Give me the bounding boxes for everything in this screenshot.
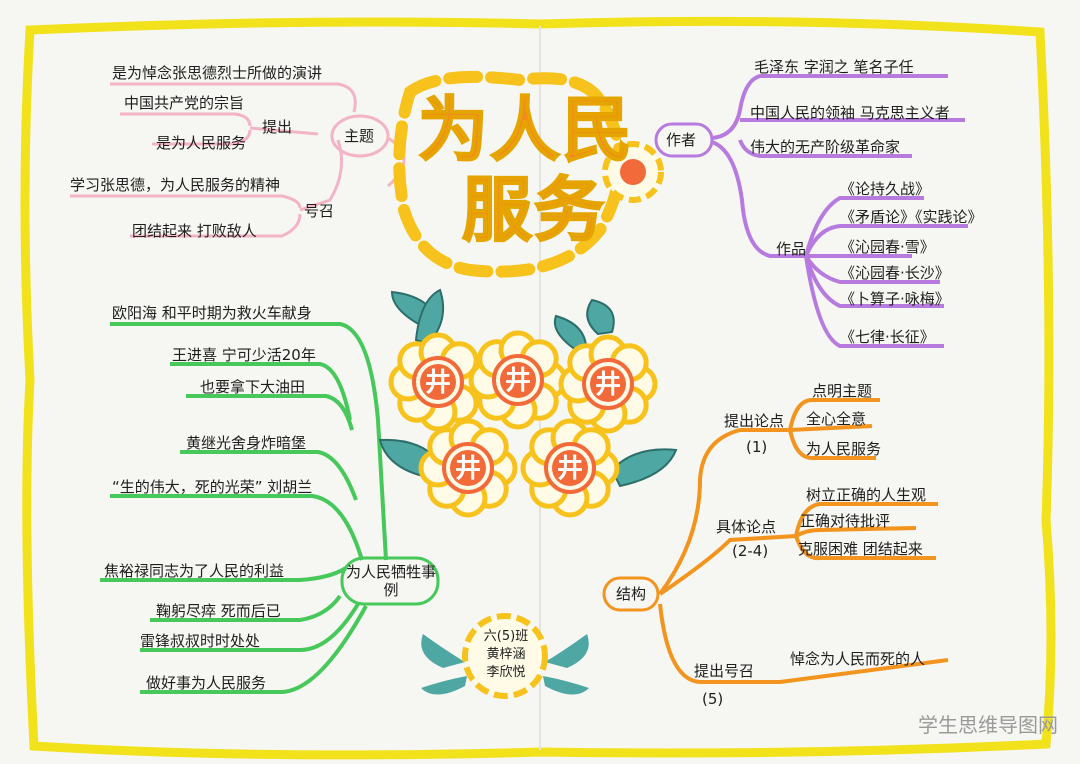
structure-group-3-item-1: 悼念为人民而死的人	[790, 650, 926, 668]
theme-node-bubble	[330, 114, 390, 158]
theme-branch-lines	[70, 82, 406, 238]
examples-node-bubble	[340, 556, 440, 606]
structure-group-2-label: 具体论点	[716, 518, 777, 536]
signature-flower	[421, 613, 589, 699]
examples-center-text: 为人民牺牲事例	[346, 563, 437, 599]
yellow-frame	[20, 16, 1056, 760]
signature-line-2: 黄梓涵	[486, 647, 526, 662]
author-node-bubble	[654, 122, 714, 158]
bouquet-flower: 井	[520, 418, 620, 518]
author-item-1: 毛泽东 字润之 笔名子任	[754, 58, 914, 76]
author-branch-lines	[711, 74, 968, 348]
bouquet-flower: 井	[558, 334, 658, 434]
author-item-2: 中国人民的领袖 马克思主义者	[750, 104, 950, 122]
theme-call-item-2: 团结起来 打败敌人	[132, 222, 257, 240]
author-work-1: 《论持久战》	[840, 180, 931, 198]
author-item-3: 伟大的无产阶级革命家	[750, 138, 901, 156]
theme-center-label: 主题	[344, 127, 375, 145]
flower-bouquet: 井井井井井	[378, 288, 678, 518]
example-item-3: 也要拿下大油田	[200, 378, 306, 396]
structure-node-bubble	[602, 576, 660, 612]
examples-center-label: 为人民牺牲事例	[346, 563, 436, 599]
structure-group-1-item-1: 点明主题	[812, 382, 873, 400]
example-item-5: “生的伟大，死的光荣” 刘胡兰	[112, 478, 313, 496]
title-flower	[602, 141, 664, 203]
signature-line-3: 李欣悦	[486, 665, 526, 680]
structure-group-1-sub: (1)	[746, 438, 768, 456]
example-item-4: 黄继光舍身炸暗堡	[186, 434, 307, 452]
example-item-1: 欧阳海 和平时期为救火车献身	[112, 304, 312, 322]
bouquet-leaf	[610, 448, 678, 488]
title-line-2: 服务	[461, 169, 606, 251]
theme-call-label: 号召	[304, 202, 335, 220]
theme-propose-item-1: 是为悼念张思德烈士所做的演讲	[112, 64, 323, 82]
bouquet-flower: 井	[388, 332, 488, 432]
author-works-label: 作品	[776, 240, 807, 258]
example-item-6: 焦裕禄同志为了人民的利益	[104, 562, 285, 580]
theme-propose-item-2: 中国共产党的宗旨	[124, 94, 245, 112]
structure-group-1-label: 提出论点	[724, 412, 785, 430]
structure-group-2-item-2: 正确对待批评	[800, 512, 891, 530]
signature-line-1: 六(5)班	[483, 629, 529, 644]
example-item-8: 雷锋叔叔时时处处	[140, 632, 261, 650]
author-work-4: 《沁园春·长沙》	[840, 264, 950, 282]
bouquet-leaf	[586, 298, 615, 336]
structure-group-2-item-3: 克服困难 团结起来	[798, 540, 923, 558]
structure-group-3-sub: (5)	[702, 690, 724, 708]
structure-group-3-label: 提出号召	[694, 662, 755, 680]
structure-group-1-item-2: 全心全意	[806, 410, 867, 428]
author-center-label: 作者	[666, 131, 697, 149]
theme-propose-label: 提出	[262, 118, 293, 136]
structure-group-2-item-1: 树立正确的人生观	[806, 486, 927, 504]
structure-group-2-sub: (2-4)	[732, 542, 769, 560]
author-work-6: 《七律·长征》	[840, 328, 935, 346]
example-item-9: 做好事为人民服务	[146, 674, 267, 692]
title-decoration	[393, 70, 626, 278]
examples-branch-lines	[100, 322, 388, 694]
flower-glyph: 井	[425, 368, 451, 398]
structure-group-1-item-3: 为人民服务	[806, 440, 882, 458]
structure-center-label: 结构	[616, 585, 647, 603]
flower-glyph: 井	[505, 366, 531, 396]
author-work-3: 《沁园春·雪》	[840, 238, 935, 256]
theme-propose-item-3: 是为人民服务	[156, 134, 247, 152]
flower-glyph: 井	[455, 454, 481, 484]
flower-glyph: 井	[557, 454, 583, 484]
theme-call-item-1: 学习张思德，为人民服务的精神	[70, 176, 281, 194]
example-item-2: 王进喜 宁可少活20年	[172, 346, 316, 364]
title-line-1: 为人民	[417, 89, 634, 171]
flower-glyph: 井	[595, 370, 621, 400]
author-work-2: 《矛盾论》《实践论》	[840, 208, 983, 226]
signature: 六(5)班 黄梓涵 李欣悦	[472, 628, 540, 682]
watermark: 学生思维导图网	[918, 713, 1058, 737]
author-work-5: 《卜算子·咏梅》	[840, 290, 950, 308]
bouquet-flower: 井	[468, 330, 568, 430]
structure-branch-lines	[658, 398, 949, 684]
bouquet-flower: 井	[418, 418, 518, 518]
bouquet-leaf	[554, 314, 588, 352]
example-item-7: 鞠躬尽瘁 死而后已	[156, 602, 281, 620]
